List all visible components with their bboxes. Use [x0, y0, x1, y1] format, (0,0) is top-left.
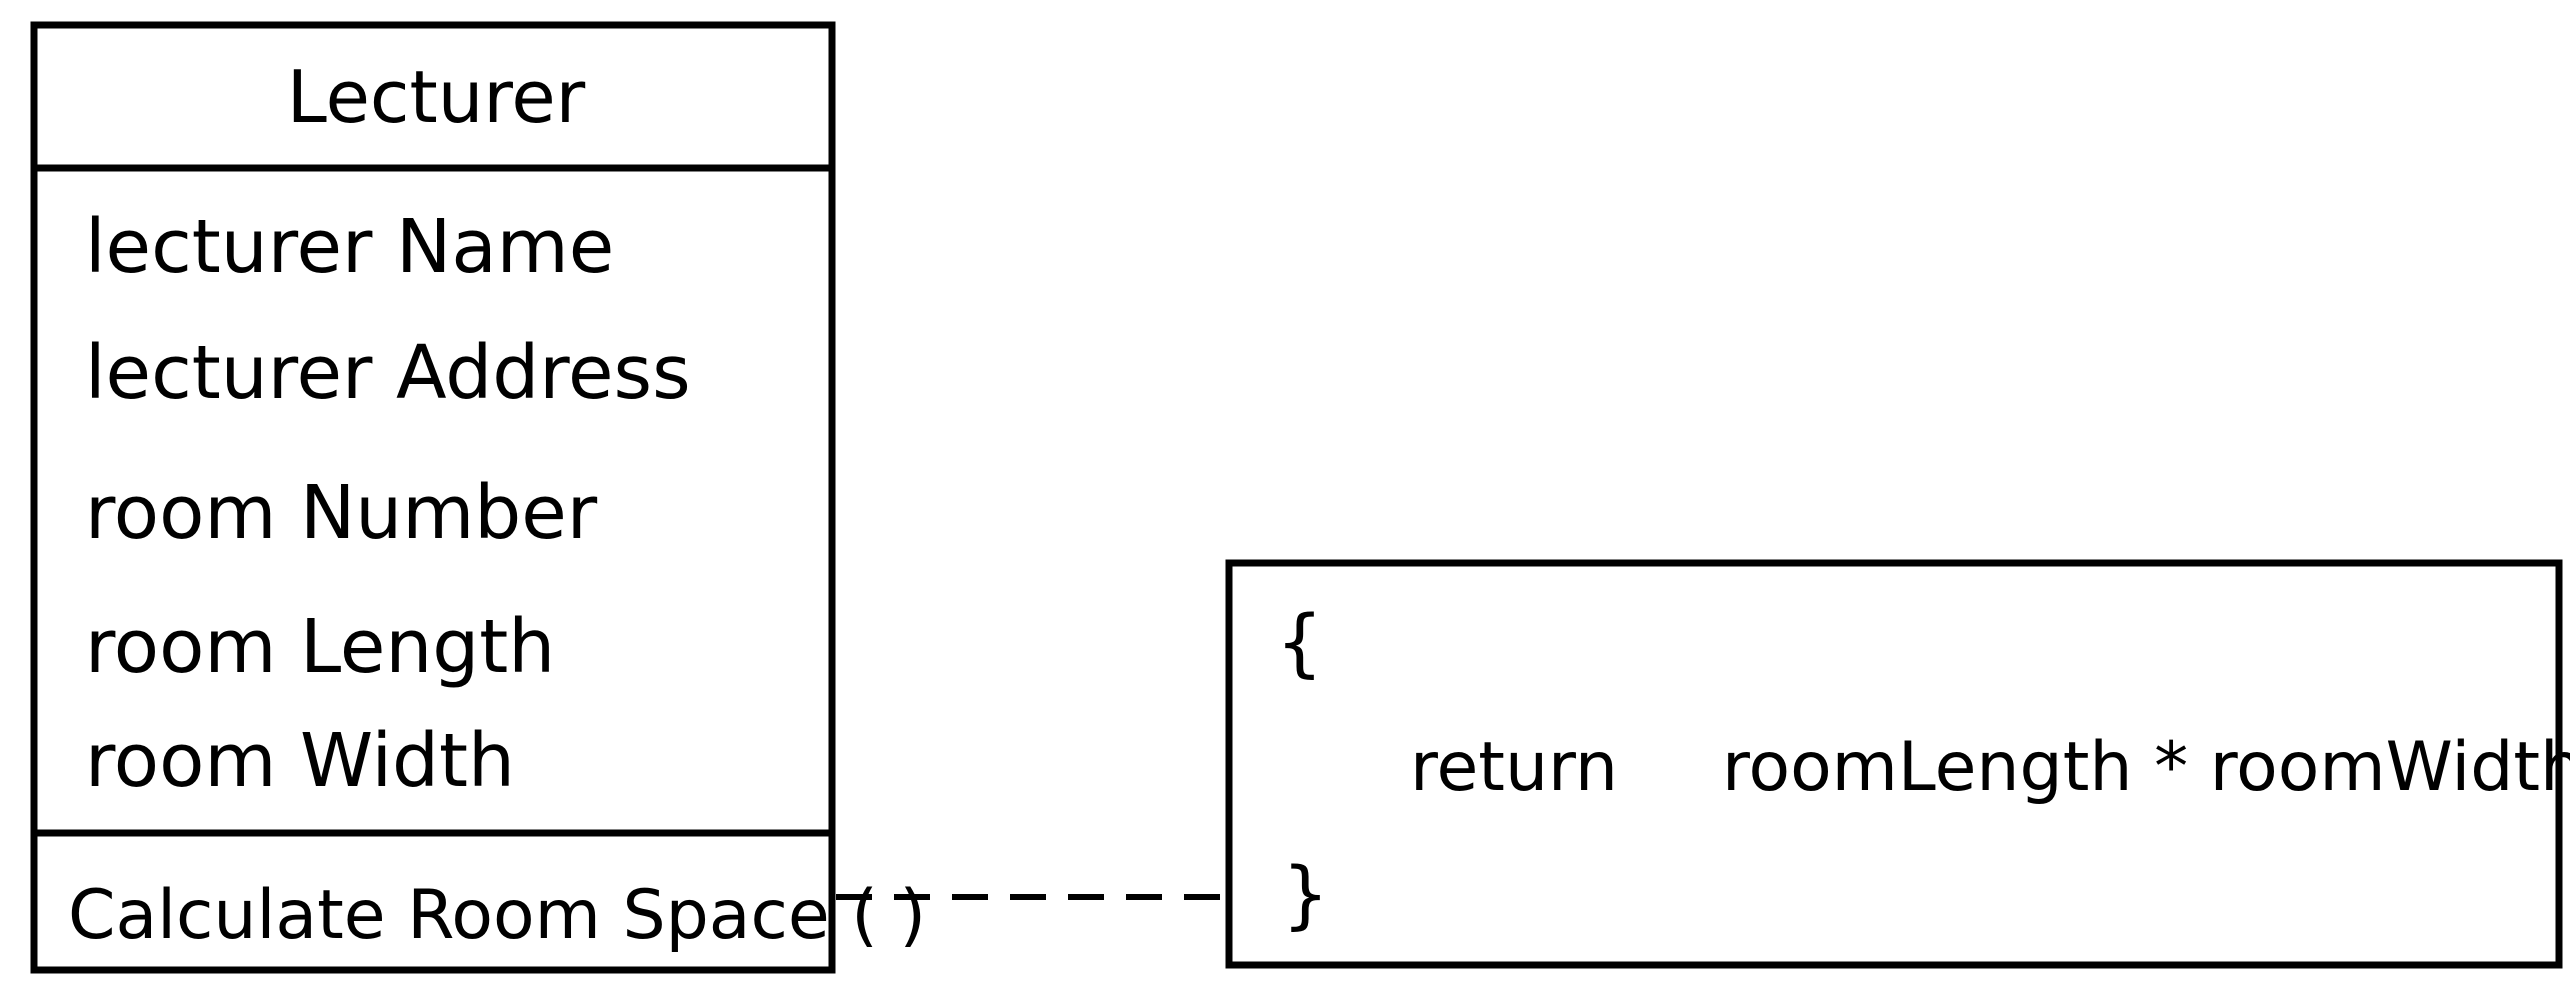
attribute-room-number: room Number: [85, 470, 598, 556]
note-open-brace: {: [1276, 600, 1323, 686]
attribute-lecturer-address: lecturer Address: [85, 330, 691, 416]
note-box: { return roomLength * roomWidth ; }: [1225, 559, 2570, 969]
class-name: Lecturer: [287, 55, 586, 139]
note-close-brace: }: [1282, 852, 1329, 938]
note-code-expression: roomLength * roomWidth ;: [1722, 728, 2570, 807]
method-calculate-room-space: Calculate Room Space ( ): [68, 876, 926, 955]
class-box-lecturer: Lecturer lecturer Name lecturer Address …: [30, 21, 926, 974]
note-box-outline: [1225, 559, 2563, 969]
note-code-return-keyword: return: [1410, 728, 1618, 807]
class-box-outline: [30, 21, 836, 974]
attribute-lecturer-name: lecturer Name: [85, 204, 614, 290]
attribute-room-width: room Width: [85, 718, 515, 804]
attribute-room-length: room Length: [85, 604, 555, 690]
